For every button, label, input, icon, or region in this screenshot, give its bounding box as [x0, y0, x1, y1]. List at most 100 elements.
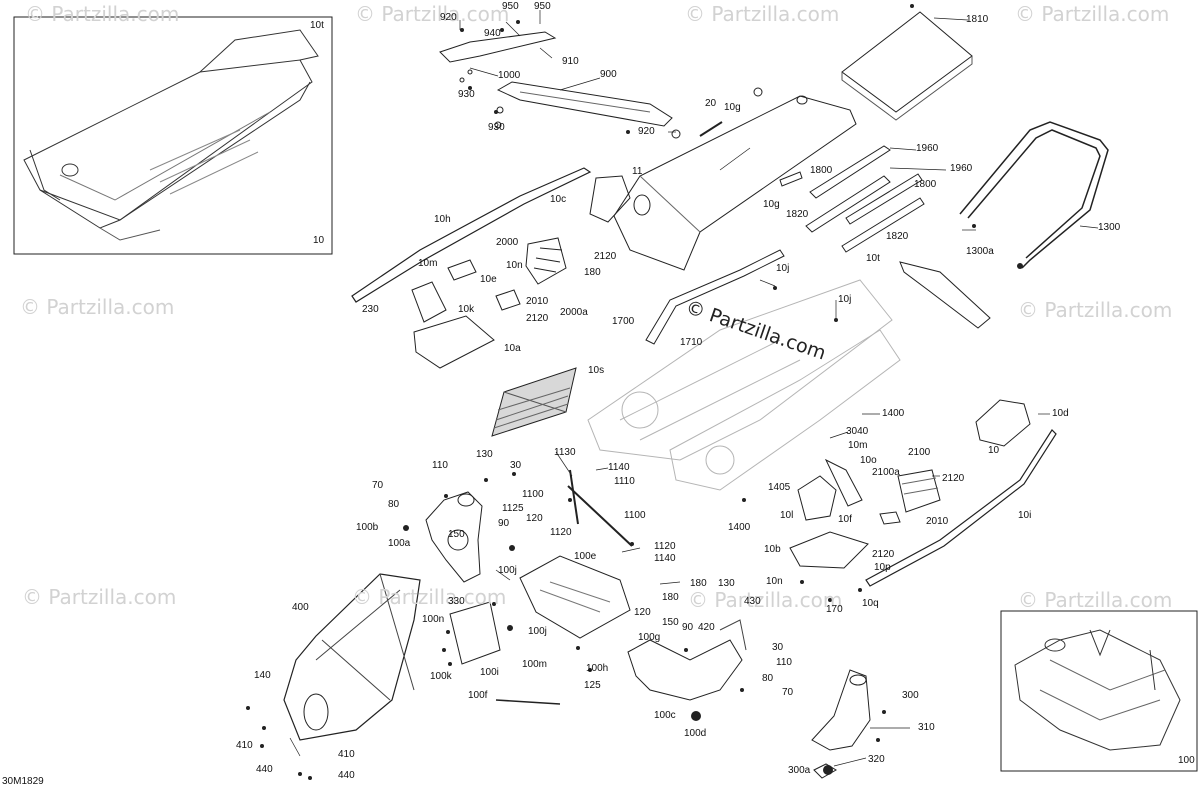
callout-label: 100m	[522, 659, 548, 670]
left-side-rail	[351, 167, 592, 303]
callout-label: 10h	[434, 214, 451, 225]
callout-label: 70	[372, 480, 384, 491]
front-frame-assembly	[283, 573, 421, 741]
callout-label: 100a	[388, 538, 411, 549]
watermark: © Partzilla.com	[1018, 298, 1173, 322]
callout-label: 320	[868, 754, 885, 765]
callout-label: 10o	[860, 455, 877, 466]
watermark: © Partzilla.com	[22, 585, 177, 609]
diagram-code: 30M1829	[2, 776, 44, 787]
callout-label: 10s	[588, 365, 605, 376]
callout-label: 10	[988, 445, 1000, 456]
inset-label: 10t	[310, 20, 324, 31]
callout-label: 180	[662, 592, 679, 603]
callout-label: 110	[776, 657, 792, 668]
chassis-ghost	[587, 279, 901, 491]
callout-label: 150	[662, 617, 679, 628]
left-side-brackets	[411, 175, 631, 369]
callout-label: 1110	[614, 476, 635, 487]
watermark: © Partzilla.com	[355, 2, 510, 26]
callout-label: 1300	[1098, 222, 1121, 233]
callout-label: 1820	[786, 209, 809, 220]
lower-mount-plate	[519, 555, 631, 639]
callout-label: 930	[458, 89, 475, 100]
callout-label: 300	[902, 690, 919, 701]
callout-label: 410	[338, 749, 355, 760]
callout-label: 100n	[422, 614, 445, 625]
watermark: © Partzilla.com	[685, 2, 840, 26]
callout-label: 100e	[574, 551, 597, 562]
lower-cross-members	[449, 601, 561, 705]
inset-label: 10	[313, 235, 325, 246]
callout-label: 2000	[496, 237, 519, 248]
callout-label: 2120	[872, 549, 895, 560]
right-side-brackets	[789, 399, 1031, 569]
callout-label: 100b	[356, 522, 379, 533]
callout-label: 10b	[764, 544, 781, 555]
callout-label: 440	[256, 764, 273, 775]
watermark: © Partzilla.com	[1015, 2, 1170, 26]
callout-label: 1700	[612, 316, 635, 327]
callout-label: 2010	[526, 296, 549, 307]
callout-label: 10f	[838, 514, 852, 525]
callout-label: 180	[584, 267, 601, 278]
callout-label: 420	[698, 622, 715, 633]
callout-label: 1300a	[966, 246, 994, 257]
callout-label: 10k	[458, 304, 475, 315]
right-side-rail	[865, 429, 1057, 587]
callout-label: 120	[634, 607, 651, 618]
front-suspension-bracket	[425, 491, 483, 583]
callout-label: 90	[498, 518, 510, 529]
rear-top-panel	[841, 11, 973, 121]
callout-label: 310	[918, 722, 935, 733]
callout-label: 130	[476, 449, 493, 460]
callout-label: 1000	[498, 70, 521, 81]
callout-label: 125	[584, 680, 601, 691]
callout-label: 950	[534, 1, 551, 12]
callout-label: 2120	[526, 313, 549, 324]
callout-label: 2120	[594, 251, 617, 262]
callout-label: 10t	[866, 253, 880, 264]
callout-label: 110	[432, 460, 448, 471]
callout-label: 1125	[502, 503, 524, 514]
callout-label: 100h	[586, 663, 609, 674]
tunnel-body	[613, 95, 857, 271]
callout-label: 440	[338, 770, 355, 781]
callout-label: 1960	[916, 143, 939, 154]
callout-label: 1400	[882, 408, 905, 419]
callout-label: 10d	[1052, 408, 1069, 419]
callout-label: 920	[440, 12, 457, 23]
callout-label: 100i	[480, 667, 499, 678]
callout-label: 180	[690, 578, 707, 589]
callout-label: 1400	[728, 522, 751, 533]
callout-label: 30	[510, 460, 522, 471]
callout-label: 410	[236, 740, 253, 751]
callout-label: 100c	[654, 710, 676, 721]
callout-label: 20	[705, 98, 717, 109]
callout-label: 300a	[788, 765, 811, 776]
frame-upright	[811, 669, 871, 779]
callout-label: 70	[782, 687, 794, 698]
watermark: © Partzilla.com	[1018, 588, 1173, 612]
callout-label: 1710	[680, 337, 703, 348]
callout-label: 3040	[846, 426, 869, 437]
callout-label: 430	[744, 596, 761, 607]
callout-label: 1800	[810, 165, 833, 176]
callout-label: 10m	[848, 440, 868, 451]
callout-label: 920	[638, 126, 655, 137]
callout-label: 1130	[554, 447, 576, 458]
callout-label: 1120	[654, 541, 676, 552]
callout-label: 2100a	[872, 467, 900, 478]
callout-label: 2120	[942, 473, 965, 484]
callout-label: 230	[362, 304, 379, 315]
callout-label: 330	[448, 596, 465, 607]
callout-label: 100j	[528, 626, 547, 637]
heat-exchanger	[491, 367, 577, 437]
callout-label: 1140	[654, 553, 676, 564]
callout-label: 140	[254, 670, 271, 681]
rear-suspension-bracket	[627, 619, 747, 701]
callout-label: 130	[718, 578, 735, 589]
callout-label: 100f	[468, 690, 488, 701]
